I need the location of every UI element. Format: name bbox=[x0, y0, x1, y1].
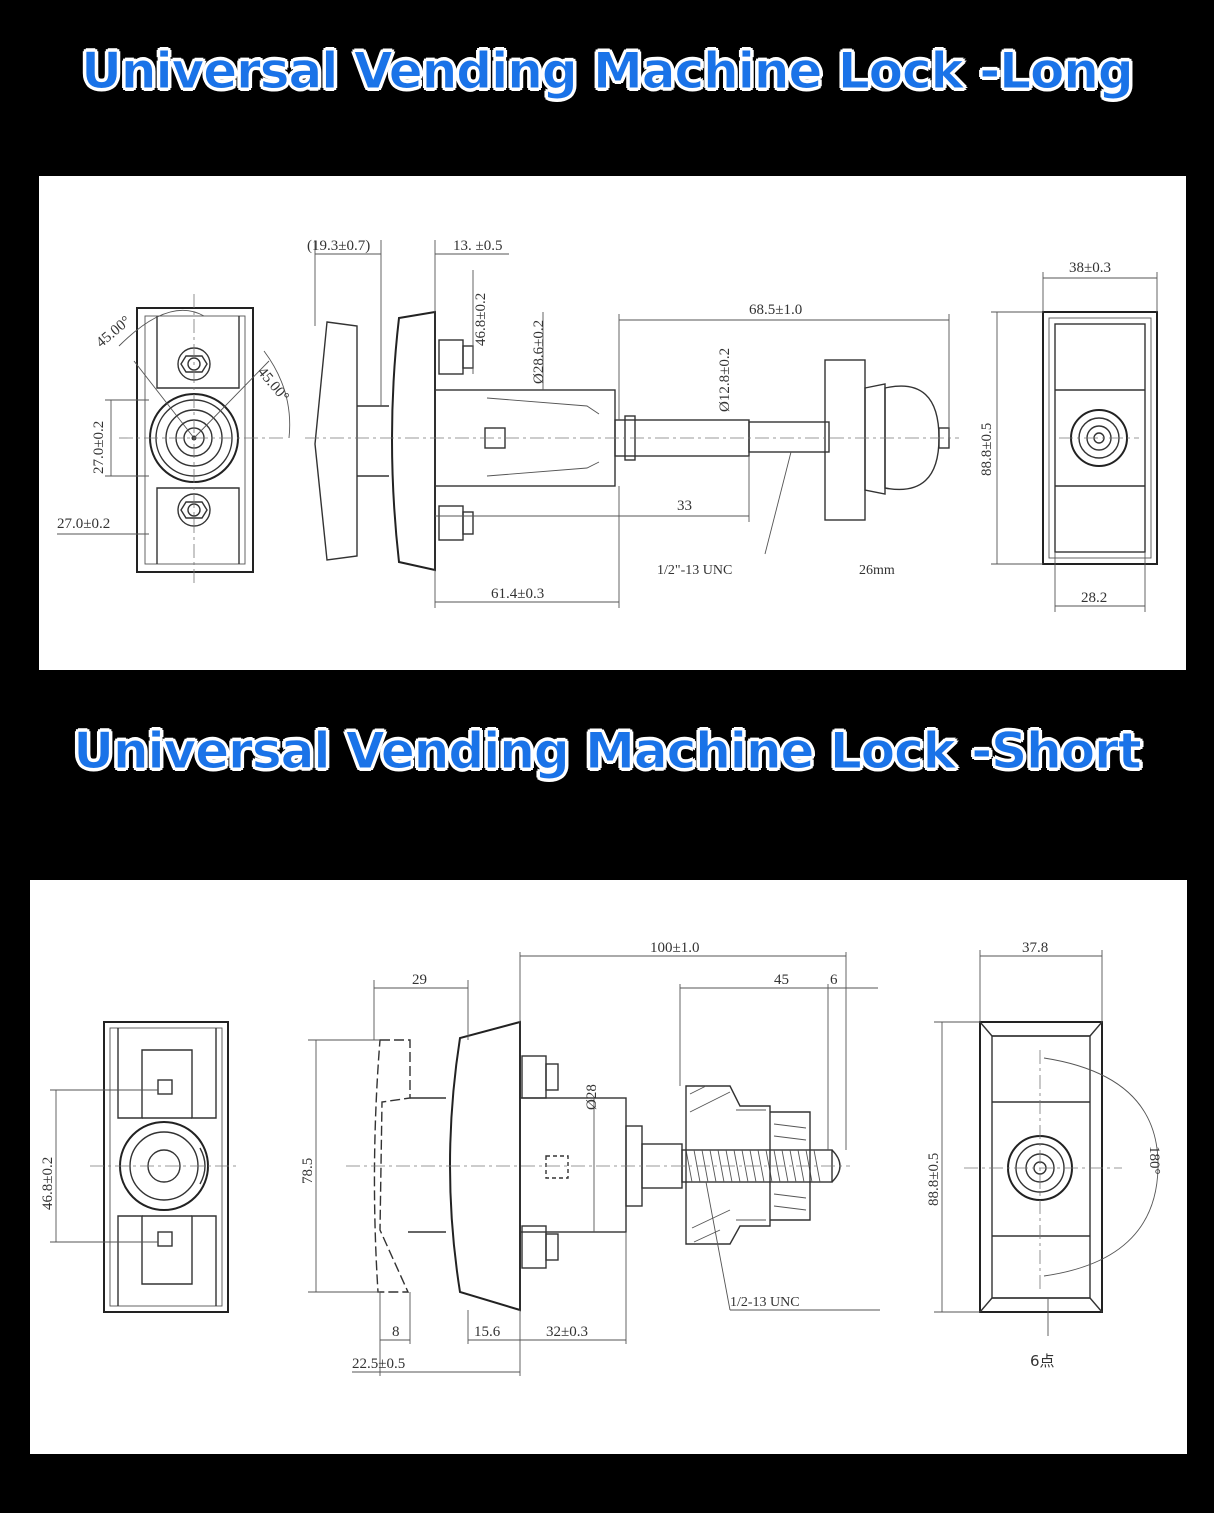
thread-spec-short: 1/2-13 UNC bbox=[730, 1295, 800, 1310]
dim-28-dia-short: Ø28 bbox=[584, 1084, 600, 1110]
dim-88: 88.8±0.5 bbox=[979, 423, 995, 476]
drawing-panel-short: 46.8±0.2 29 bbox=[30, 880, 1187, 1454]
dim-28-2: 28.2 bbox=[1081, 590, 1107, 606]
note-6-points: 6点 bbox=[1030, 1352, 1055, 1370]
dim-6: 6 bbox=[830, 972, 838, 988]
drawing-panel-long: 45.00° 45.00° 27.0±0.2 27.0±0.2 bbox=[39, 176, 1186, 670]
long-back-view: 38±0.3 88.8±0.5 28.2 bbox=[979, 260, 1158, 612]
dim-27-vertical: 27.0±0.2 bbox=[91, 421, 107, 474]
dim-45: 45 bbox=[774, 972, 789, 988]
title-long-lock: Universal Vending Machine Lock -Long bbox=[81, 42, 1134, 101]
short-side-view: 29 78.5 100±1.0 45 6 Ø28 8 15.6 32±0.3 2… bbox=[300, 940, 880, 1376]
dim-68: 68.5±1.0 bbox=[749, 302, 802, 318]
short-back-view: 180° 37.8 88.8±0.5 6点 bbox=[926, 940, 1162, 1370]
dim-8: 8 bbox=[392, 1324, 400, 1340]
dim-78: 78.5 bbox=[300, 1158, 316, 1184]
dim-61: 61.4±0.3 bbox=[491, 586, 544, 602]
dim-88-short: 88.8±0.5 bbox=[926, 1153, 942, 1206]
short-front-view: 46.8±0.2 bbox=[40, 1021, 240, 1313]
long-side-view: (19.3±0.7) 13. ±0.5 46.8±0.2 Ø28.6±0.2 6… bbox=[305, 238, 959, 608]
dim-27-horizontal: 27.0±0.2 bbox=[57, 516, 110, 532]
dim-100: 100±1.0 bbox=[650, 940, 699, 956]
title-short-lock: Universal Vending Machine Lock -Short bbox=[73, 722, 1142, 781]
dim-28-dia: Ø28.6±0.2 bbox=[531, 320, 547, 384]
dim-32: 32±0.3 bbox=[546, 1324, 588, 1340]
dim-angle-b: 45.00° bbox=[254, 364, 292, 405]
dim-22: 22.5±0.5 bbox=[352, 1356, 405, 1372]
thread-spec-long: 1/2"-13 UNC bbox=[657, 563, 732, 578]
dim-33: 33 bbox=[677, 498, 692, 514]
dim-13: 13. ±0.5 bbox=[453, 238, 502, 254]
dim-12-dia: Ø12.8±0.2 bbox=[717, 348, 733, 412]
dim-180-angle: 180° bbox=[1146, 1146, 1162, 1175]
short-lock-drawing: 46.8±0.2 29 bbox=[40, 940, 1162, 1376]
long-front-view: 45.00° 45.00° 27.0±0.2 27.0±0.2 bbox=[57, 294, 292, 586]
dim-29: 29 bbox=[412, 972, 427, 988]
dim-angle-a: 45.00° bbox=[93, 313, 134, 351]
dim-19: (19.3±0.7) bbox=[307, 238, 370, 254]
dim-46: 46.8±0.2 bbox=[473, 293, 489, 346]
long-lock-drawing: 45.00° 45.00° 27.0±0.2 27.0±0.2 bbox=[57, 238, 1158, 612]
dim-37: 37.8 bbox=[1022, 940, 1048, 956]
dim-38: 38±0.3 bbox=[1069, 260, 1111, 276]
dim-26mm: 26mm bbox=[859, 563, 895, 578]
dim-46-short: 46.8±0.2 bbox=[40, 1157, 56, 1210]
dim-15: 15.6 bbox=[474, 1324, 501, 1340]
